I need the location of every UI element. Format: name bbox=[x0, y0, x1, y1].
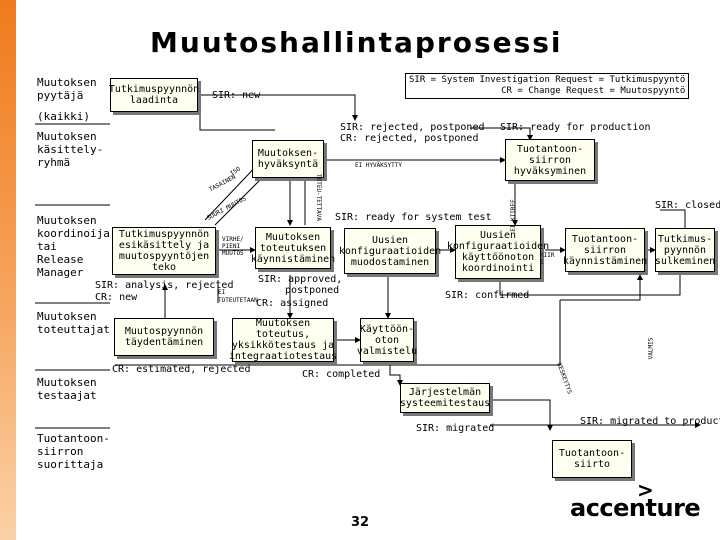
label-sir-closed: SIR: closed bbox=[655, 200, 720, 211]
legend-line-sir: SIR = System Investigation Request = Tut… bbox=[409, 75, 686, 85]
box-draft-request: Tutkimuspyynnön laadinta bbox=[109, 78, 199, 112]
box-implementation-testing: Muutoksen toteutus, yksikkötestaus ja in… bbox=[228, 318, 338, 362]
accenture-logo: accenture bbox=[570, 494, 701, 522]
branch-label-to-implement: TOTEU-TETTAVA bbox=[314, 174, 322, 221]
label-cr-assigned: CR: assigned bbox=[256, 298, 329, 309]
lane-testers: Muutoksen testaajat bbox=[37, 376, 97, 402]
box-prod-approval: Tuotantoon-siirron hyväksyminen bbox=[505, 139, 595, 181]
accenture-logo-mark: > bbox=[637, 478, 654, 502]
label-sir-ready-production: SIR: ready for production bbox=[500, 122, 651, 133]
label-sir-migrated-production: SIR: migrated to production bbox=[580, 416, 720, 427]
label-postponed: postponed bbox=[285, 285, 340, 296]
label-sir-rejected: SIR: rejected, postponed bbox=[340, 122, 485, 133]
branch-label-bug-small: VIRHE/ PIENI MUUTOS bbox=[222, 236, 244, 257]
box-production-transfer: Tuotantoon-siirto bbox=[552, 440, 632, 478]
box-start-production: Tuotantoon-siirron käynnistäminen bbox=[563, 228, 647, 272]
lane-requester: Muutoksen pyytäjä bbox=[37, 76, 97, 102]
page-number: 32 bbox=[350, 515, 370, 530]
branch-label-no: EI bbox=[218, 289, 226, 296]
label-sir-ready-system-test: SIR: ready for system test bbox=[335, 212, 492, 223]
box-change-approval: Muutoksen-hyväksyntä bbox=[252, 140, 324, 178]
lane-board: Muutoksen käsittely-ryhmä bbox=[37, 130, 104, 169]
page-title: Muutoshallintaprosessi bbox=[150, 26, 563, 59]
lane-deployers: Tuotantoon-siirron suorittaja bbox=[37, 432, 110, 471]
box-deployment-prep: Käyttöön-oton valmistelu bbox=[357, 318, 417, 362]
lane-coordinator: Muutoksen koordinoija tai Release Manage… bbox=[37, 214, 110, 279]
label-sir-approved: SIR: approved, bbox=[258, 274, 343, 285]
label-cr-rejected: CR: rejected, postponed bbox=[340, 133, 479, 144]
box-close-request: Tutkimus-pyynnön sulkeminen bbox=[655, 228, 715, 272]
label-cr-estimated: CR: estimated, rejected bbox=[112, 364, 251, 375]
label-sir-analysis: SIR: analysis, rejected bbox=[95, 280, 234, 291]
box-new-configuration: Uusien konfiguraatioiden muodostaminen bbox=[339, 228, 441, 274]
branch-label-ready: VALMIS bbox=[647, 337, 655, 360]
box-system-test: Järjestelmän systeemitestaus bbox=[400, 383, 490, 413]
branch-label-urgent: KIIR E bbox=[540, 252, 555, 266]
orange-sidebar-band bbox=[0, 0, 16, 540]
label-sir-new: SIR: new bbox=[212, 90, 261, 101]
legend-line-cr: CR = Change Request = Muutospyyntö bbox=[501, 86, 686, 96]
lane-implementers: Muutoksen toteuttajat bbox=[37, 310, 110, 336]
box-complete-change-request: Muutospyynnön täydentäminen bbox=[114, 318, 214, 356]
branch-label-not-urgent: EI KIIREE bbox=[509, 199, 517, 232]
branch-label-implemented: TOTEUTETAAN bbox=[218, 297, 258, 304]
box-preprocess: Tutkimuspyynnön esikäsittely ja muutospy… bbox=[112, 227, 216, 275]
box-start-implementation: Muutoksen toteutuksen käynnistäminen bbox=[251, 227, 335, 269]
branch-label-not-approved: EI HYVÄKSYTTY bbox=[355, 162, 402, 169]
box-config-coordination: Uusien konfiguraatioiden käyttöönoton ko… bbox=[447, 225, 549, 279]
label-sir-confirmed: SIR: confirmed bbox=[445, 290, 530, 301]
lane-requester-all: (kaikki) bbox=[37, 110, 90, 123]
label-cr-new: CR: new bbox=[95, 292, 138, 303]
legend-box: SIR = System Investigation Request = Tut… bbox=[405, 73, 690, 99]
label-sir-migrated: SIR: migrated bbox=[416, 423, 495, 434]
label-cr-completed: CR: completed bbox=[302, 369, 381, 380]
